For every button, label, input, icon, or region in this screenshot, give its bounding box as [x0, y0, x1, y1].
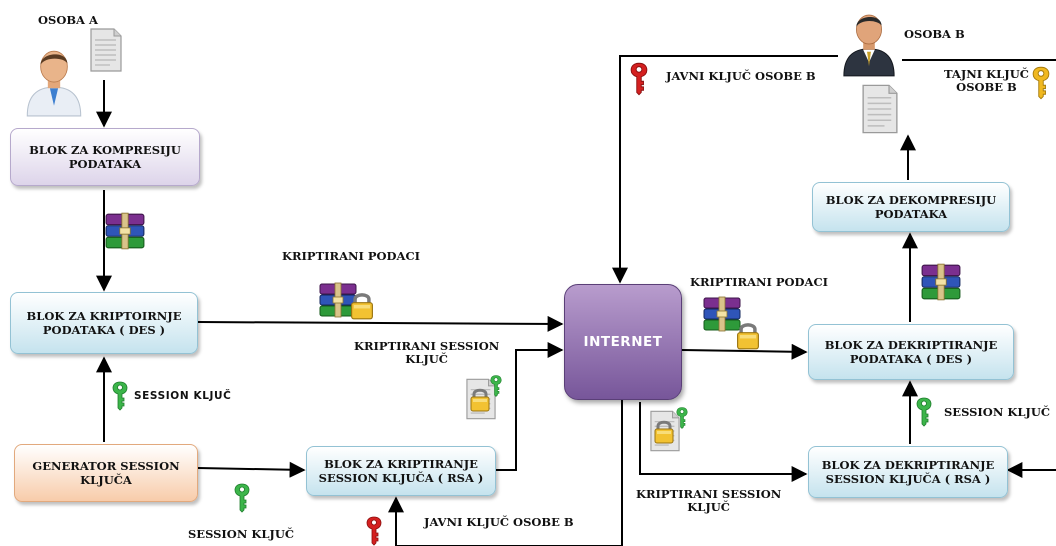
- padlock-right-icon: [735, 323, 761, 350]
- javni-kljuc-top-label: JAVNI KLJUČ OSOBE B: [666, 69, 816, 83]
- archive-books-locked-icon: [319, 282, 357, 318]
- archive-books-icon: [105, 212, 145, 250]
- person-b-icon: [843, 14, 895, 77]
- green-key-bottom-icon: [234, 483, 250, 513]
- dekriptiranje-podataka-box: BLOK ZA DEKRIPTIRANJE PODATAKA ( DES ): [808, 324, 1014, 380]
- red-key-top-icon: [630, 62, 648, 96]
- arrow-internet-to-dekriptiranje-session: [639, 402, 808, 482]
- archive-books-right-icon: [703, 296, 741, 332]
- arrow-kriptiranje-session-to-internet: [496, 342, 564, 471]
- kriptirani-podaci-left-label: KRIPTIRANI PODACI: [282, 249, 420, 263]
- red-key-bottom-icon: [366, 516, 382, 546]
- padlock-icon: [349, 293, 375, 320]
- kriptirani-session-left-label: KRIPTIRANI SESSION KLJUČ: [354, 339, 500, 366]
- arrow-javni-kljuc-to-kriptiranje-session: [388, 400, 623, 546]
- kriptiranje-session-box: BLOK ZA KRIPTIRANJE SESSION KLJUČA ( RSA…: [306, 446, 496, 496]
- arrow-internet-to-dekriptiranje-podataka: [681, 343, 808, 360]
- tajni-kljuc-label: TAJNI KLJUČ OSOBE B: [944, 67, 1029, 94]
- document-b-icon: [862, 84, 898, 134]
- session-kljuc-bottom-label: SESSION KLJUČ: [188, 527, 295, 541]
- green-key-icon: [112, 381, 128, 411]
- internet-node: INTERNET: [564, 284, 682, 400]
- person-b-label: OSOBA B: [904, 27, 965, 41]
- dekompresija-box: BLOK ZA DEKOMPRESIJU PODATAKA: [812, 182, 1010, 232]
- session-kljuc-left-label: SESSION KLJUČ: [134, 390, 232, 402]
- generator-session-box: GENERATOR SESSION KLJUČA: [14, 444, 198, 502]
- session-kljuc-right-label: SESSION KLJUČ: [944, 405, 1051, 419]
- green-key-right-icon: [916, 397, 932, 427]
- arrow-kriptiranje-to-internet: [197, 315, 564, 332]
- archive-books-dekompresija-icon: [921, 263, 961, 301]
- person-a-icon: [26, 50, 82, 117]
- arrow-top-to-internet: [612, 55, 838, 284]
- yellow-key-icon: [1032, 66, 1050, 100]
- javni-kljuc-bottom-label: JAVNI KLJUČ OSOBE B: [424, 515, 574, 529]
- kompresija-box: BLOK ZA KOMPRESIJU PODATAKA: [10, 128, 200, 186]
- dekriptiranje-session-box: BLOK ZA DEKRIPTIRANJE SESSION KLJUČA ( R…: [808, 446, 1008, 498]
- person-a-label: OSOBA A: [38, 13, 98, 27]
- document-a-icon: [90, 28, 122, 72]
- kriptirani-session-right-label: KRIPTIRANI SESSION KLJUČ: [636, 487, 782, 514]
- kriptiranje-podataka-box: BLOK ZA KRIPTOIRNJE PODATAKA ( DES ): [10, 292, 198, 354]
- connectors: [96, 55, 1056, 546]
- arrow-generator-to-kriptiranje-session: [197, 461, 306, 478]
- kriptirani-podaci-right-label: KRIPTIRANI PODACI: [690, 275, 828, 289]
